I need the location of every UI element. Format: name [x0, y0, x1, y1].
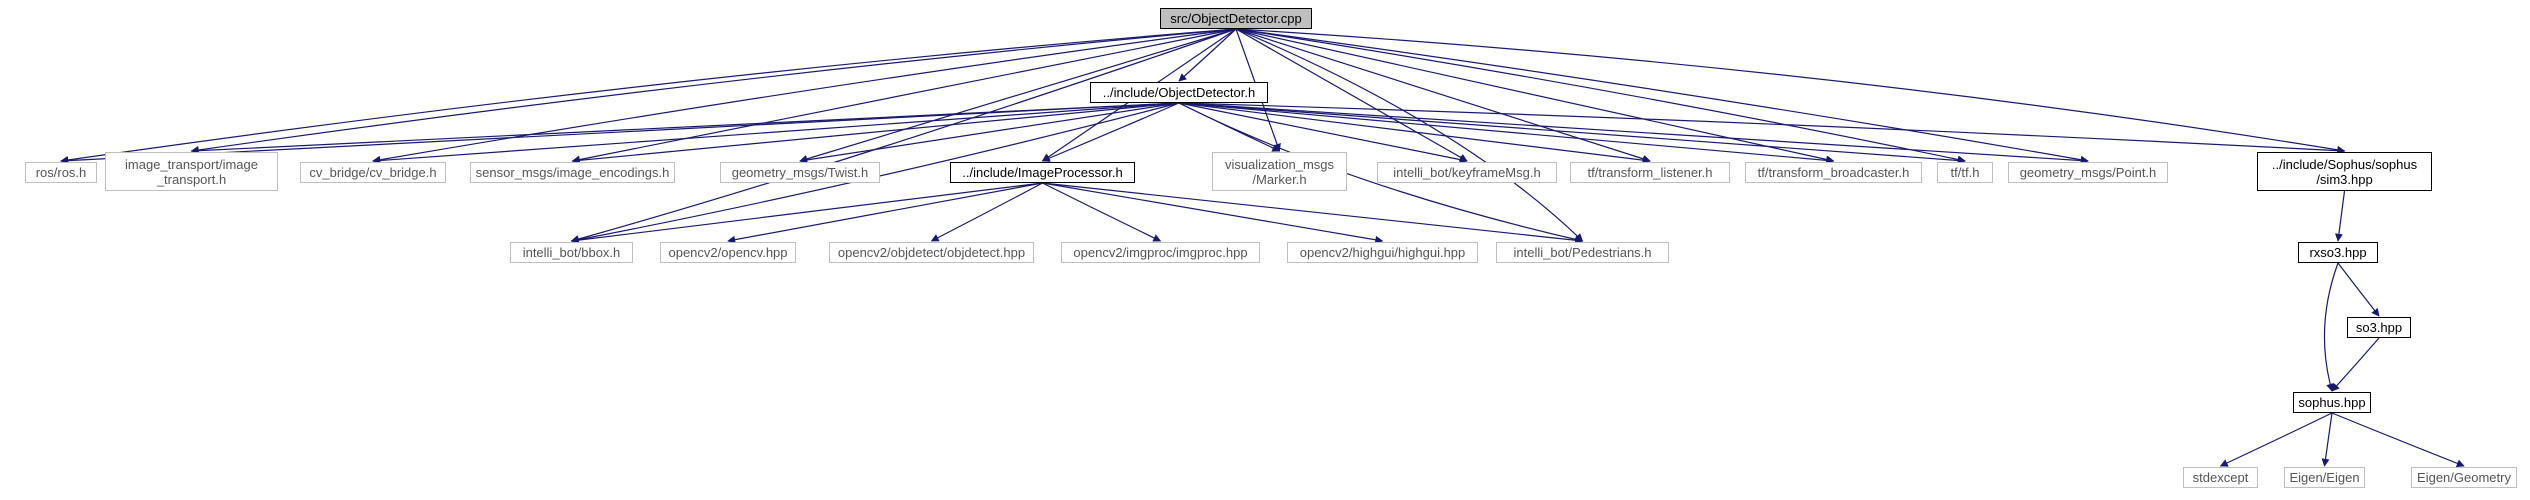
edge-root-to-ros	[60, 28, 1237, 164]
node-tf-listener[interactable]: tf/transform_listener.h	[1570, 162, 1730, 183]
edge-ip-h-to-objdetect	[930, 182, 1043, 242]
node-eigen[interactable]: Eigen/Eigen	[2284, 467, 2365, 488]
edge-sim3-to-rxso3	[2334, 190, 2346, 242]
edge-ip-h-to-bbox	[570, 182, 1043, 245]
edge-od-h-to-keyframe	[1178, 102, 1468, 164]
edge-od-h-to-point	[1178, 102, 2089, 165]
edge-od-h-to-tf	[1178, 102, 1966, 165]
node-cv-bridge[interactable]: cv_bridge/cv_bridge.h	[300, 162, 446, 183]
node-pedestrians[interactable]: intelli_bot/Pedestrians.h	[1496, 242, 1669, 263]
edge-ip-h-to-opencv	[727, 182, 1043, 244]
node-keyframe[interactable]: intelli_bot/keyframeMsg.h	[1377, 162, 1557, 183]
edge-od-h-to-image-encodings	[571, 102, 1180, 165]
edge-root-to-tf	[1235, 28, 1966, 164]
edge-ip-h-to-pedestrians	[1042, 182, 1584, 245]
edge-root-to-od-h	[1178, 28, 1237, 82]
node-od-h[interactable]: ../include/ObjectDetector.h	[1090, 82, 1268, 103]
node-twist[interactable]: geometry_msgs/Twist.h	[720, 162, 880, 183]
node-ip-h[interactable]: ../include/ImageProcessor.h	[950, 162, 1135, 183]
edge-rxso3-to-so3	[2337, 262, 2380, 317]
edge-root-to-bbox	[570, 28, 1237, 243]
node-ros[interactable]: ros/ros.h	[25, 162, 97, 183]
edge-ip-h-to-highgui	[1042, 182, 1384, 244]
edge-od-h-to-twist	[799, 102, 1180, 164]
edge-root-to-twist	[799, 28, 1237, 163]
edge-od-h-to-tf-listener	[1178, 102, 1651, 165]
node-geometry[interactable]: Eigen/Geometry	[2411, 467, 2517, 488]
edge-layer	[60, 28, 2465, 468]
edge-od-h-to-pedestrians	[1178, 102, 1584, 244]
edge-root-to-sim3	[1235, 28, 2346, 154]
node-image-encodings[interactable]: sensor_msgs/image_encodings.h	[470, 162, 675, 183]
node-point[interactable]: geometry_msgs/Point.h	[2008, 162, 2168, 183]
node-opencv[interactable]: opencv2/opencv.hpp	[660, 242, 796, 263]
edge-root-to-tf-broadcaster	[1235, 28, 1835, 164]
edge-root-to-image-transport	[190, 28, 1237, 154]
edge-od-h-to-tf-broadcaster	[1178, 102, 1835, 165]
edge-od-h-to-image-transport	[190, 102, 1180, 155]
edge-rxso3-to-sophus	[2323, 262, 2339, 392]
node-root[interactable]: src/ObjectDetector.cpp	[1160, 8, 1312, 29]
node-sophus[interactable]: sophus.hpp	[2293, 392, 2371, 413]
node-imgproc[interactable]: opencv2/imgproc/imgproc.hpp	[1061, 242, 1260, 263]
edge-od-h-to-ip-h	[1041, 102, 1180, 162]
edge-root-to-cv-bridge	[372, 28, 1237, 164]
edge-so3-to-sophus	[2331, 337, 2380, 392]
node-stdexcept[interactable]: stdexcept	[2183, 467, 2258, 488]
node-so3[interactable]: so3.hpp	[2347, 317, 2411, 338]
edge-root-to-image-encodings	[571, 28, 1237, 164]
node-rxso3[interactable]: rxso3.hpp	[2298, 242, 2378, 263]
edge-root-to-tf-listener	[1235, 28, 1651, 163]
edge-od-h-to-sim3	[1178, 102, 2346, 155]
node-objdetect[interactable]: opencv2/objdetect/objdetect.hpp	[829, 242, 1034, 263]
node-image-transport[interactable]: image_transport/image _transport.h	[105, 152, 278, 191]
edge-ip-h-to-imgproc	[1042, 182, 1162, 242]
node-tf-broadcaster[interactable]: tf/transform_broadcaster.h	[1745, 162, 1922, 183]
node-sim3[interactable]: ../include/Sophus/sophus /sim3.hpp	[2257, 152, 2432, 191]
node-bbox[interactable]: intelli_bot/bbox.h	[510, 242, 633, 263]
edge-sophus-to-stdexcept	[2219, 412, 2333, 467]
node-highgui[interactable]: opencv2/highgui/highgui.hpp	[1287, 242, 1478, 263]
edge-od-h-to-cv-bridge	[372, 102, 1180, 165]
edge-root-to-keyframe	[1235, 28, 1468, 162]
node-marker[interactable]: visualization_msgs /Marker.h	[1212, 152, 1347, 191]
edge-sophus-to-eigen	[2321, 412, 2333, 467]
edge-root-to-point	[1235, 28, 2089, 164]
node-tf[interactable]: tf/tf.h	[1937, 162, 1993, 183]
edge-sophus-to-geometry	[2331, 412, 2465, 468]
edge-root-to-pedestrians	[1235, 28, 1584, 242]
